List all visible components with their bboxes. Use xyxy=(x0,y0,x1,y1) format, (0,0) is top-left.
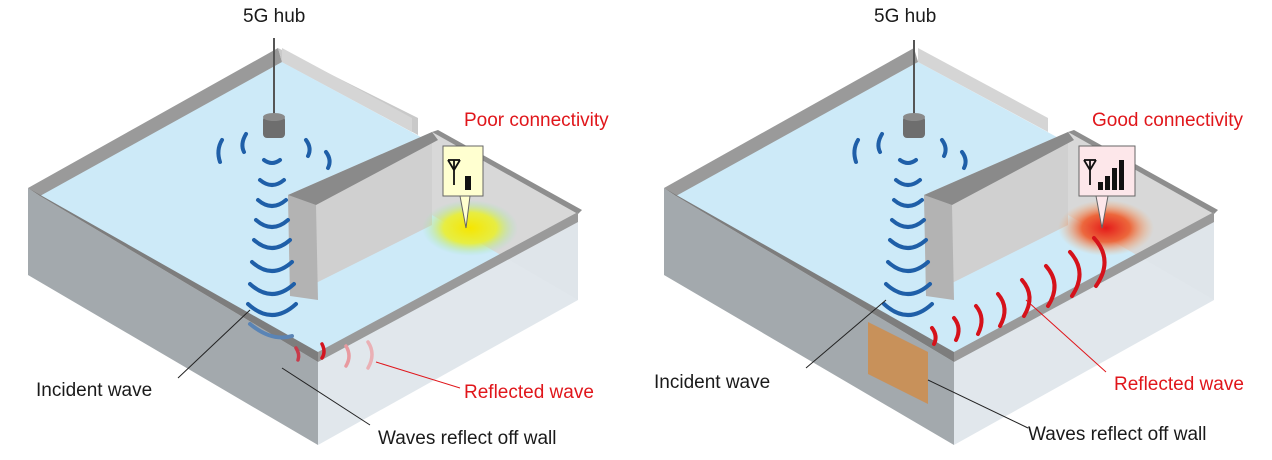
partition-wall-edge xyxy=(924,195,954,300)
reflected-waves xyxy=(294,340,374,370)
incident-leader-line xyxy=(805,299,887,369)
back-left-wall xyxy=(664,48,918,196)
partition-wall-face xyxy=(924,132,1068,296)
wall-leader-line xyxy=(927,379,1029,429)
front-right-wall-top xyxy=(318,212,578,362)
signal-hotspot xyxy=(1058,200,1154,256)
partition-wall-top xyxy=(288,132,438,205)
reflected-wave-label: Reflected wave xyxy=(1114,374,1244,395)
front-left-wall-top xyxy=(28,188,318,362)
signal-bars-icon xyxy=(465,176,471,190)
antenna-icon xyxy=(447,159,461,185)
front-left-wall-top xyxy=(664,188,954,362)
wall-reflector-panel xyxy=(868,322,928,404)
incident-waves xyxy=(216,132,332,340)
wall-leader-line xyxy=(281,367,371,426)
wall-reflection-label: Waves reflect off wall xyxy=(378,428,557,449)
front-left-wall xyxy=(28,188,318,445)
incident-wave-label: Incident wave xyxy=(36,380,153,401)
signal-hotspot xyxy=(422,200,518,256)
antenna-icon xyxy=(1083,159,1097,185)
front-right-wall xyxy=(318,222,578,445)
reflected-wave-label: Reflected wave xyxy=(464,382,594,403)
incident-wave-label: Incident wave xyxy=(654,372,771,393)
wall-reflection-label: Waves reflect off wall xyxy=(1028,424,1207,445)
back-right-wall-face xyxy=(282,48,412,132)
incident-waves xyxy=(852,132,968,317)
reflected-waves xyxy=(930,236,1107,346)
left-room-diagram xyxy=(28,38,582,445)
incident-leader-line xyxy=(177,309,251,379)
left-panel: 5G hub Poor connectivity Incident wave R… xyxy=(28,6,609,449)
reflected-leader-line xyxy=(1025,299,1107,373)
front-right-wall xyxy=(954,222,1214,445)
hub-device xyxy=(903,116,925,138)
partition-wall-top xyxy=(924,132,1074,205)
right-panel: 5G hub Good connectivity Incident wave R… xyxy=(636,0,1272,460)
hub-device xyxy=(263,116,285,138)
right-room-diagram xyxy=(664,40,1218,445)
connectivity-status-label: Poor connectivity xyxy=(464,110,609,131)
front-right-wall-top xyxy=(954,212,1214,362)
signal-bars-icon xyxy=(1098,160,1124,190)
partition-wall-face xyxy=(288,132,432,296)
connectivity-status-label: Good connectivity xyxy=(1092,110,1244,131)
back-left-wall xyxy=(28,48,282,196)
hub-label: 5G hub xyxy=(874,6,937,27)
connectivity-callout xyxy=(442,145,484,197)
partition-wall-edge xyxy=(288,195,318,300)
back-right-wall-face xyxy=(918,48,1048,132)
hub-label: 5G hub xyxy=(243,6,306,27)
reflected-leader-line xyxy=(375,361,461,389)
